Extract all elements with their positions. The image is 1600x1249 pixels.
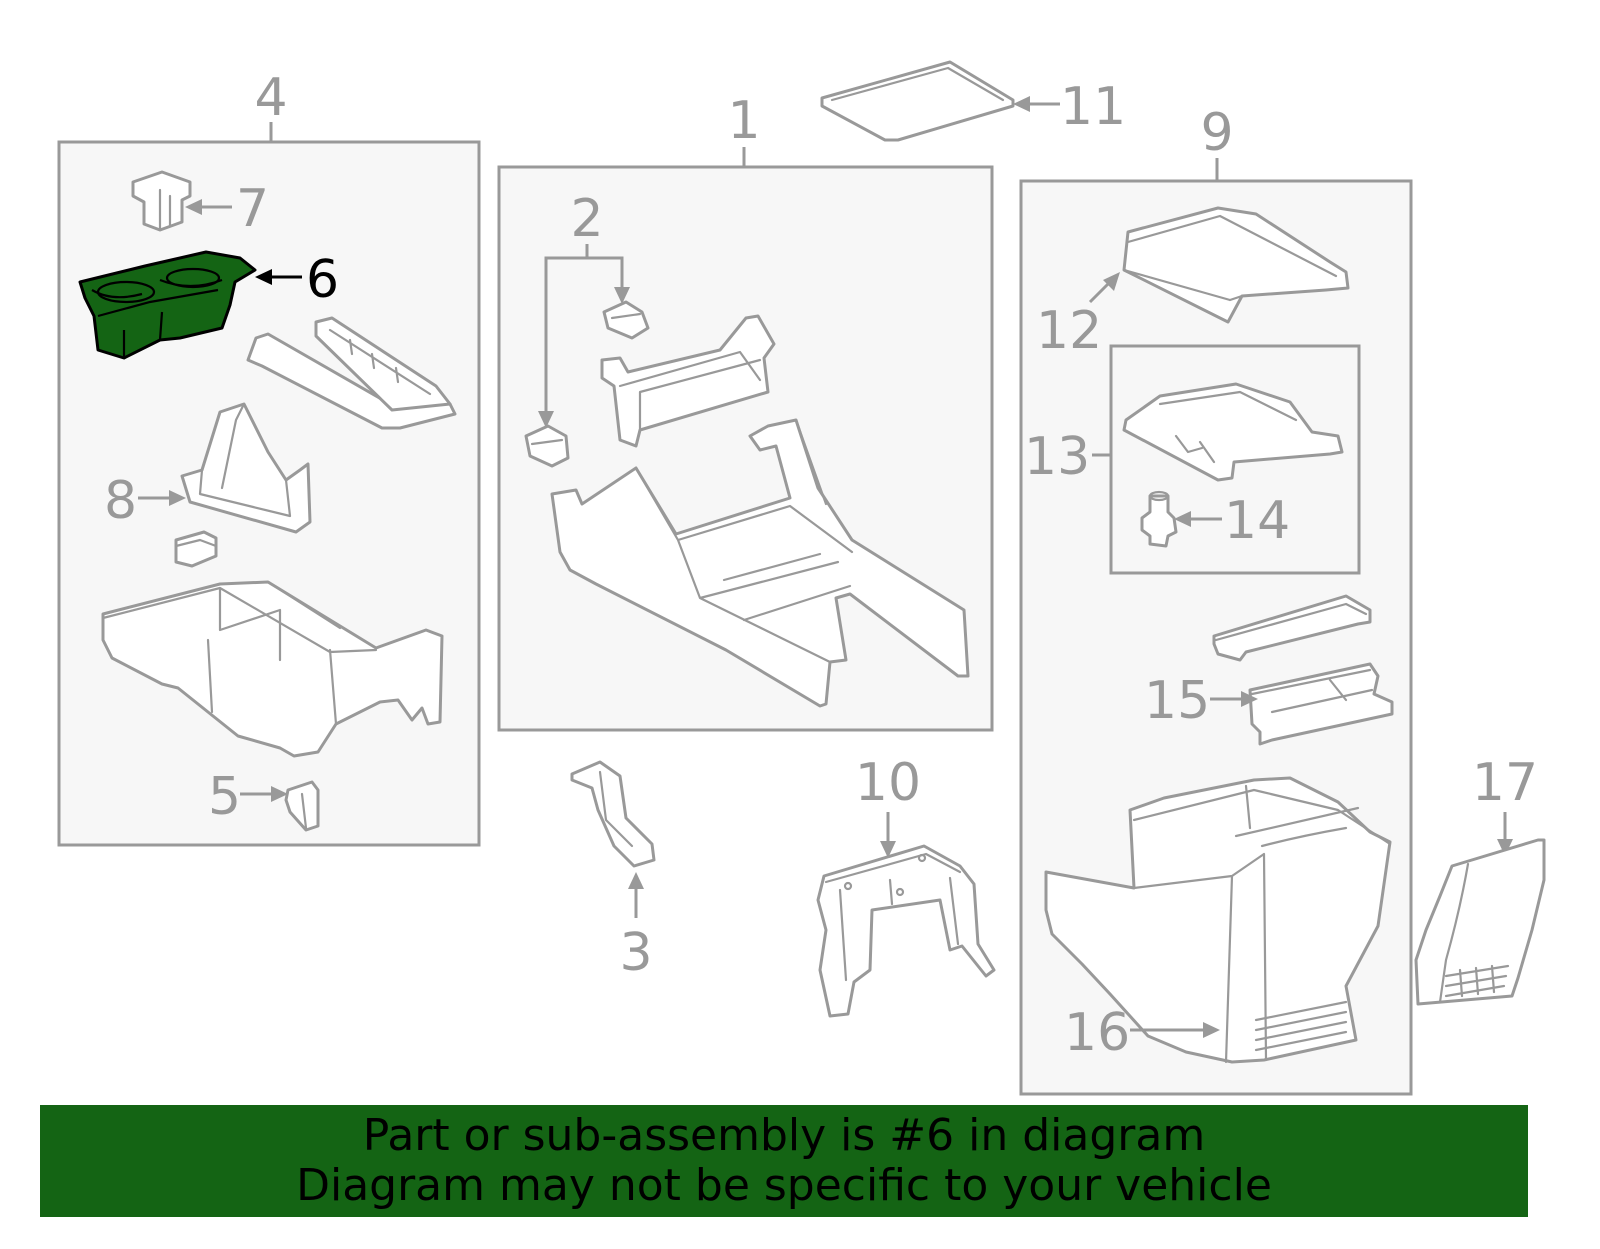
callout-10: 10 xyxy=(855,753,921,813)
callout-13: 13 xyxy=(1024,427,1090,487)
callout-1: 1 xyxy=(727,91,760,151)
part-2-clip-upper xyxy=(602,300,650,340)
part-2-clip-lower xyxy=(524,424,570,468)
part-3-bracket xyxy=(570,760,656,868)
callout-5: 5 xyxy=(208,767,241,827)
banner-line-2: Diagram may not be specific to your vehi… xyxy=(296,1160,1272,1211)
part-7-clip xyxy=(131,170,192,232)
part-17-side-panel xyxy=(1414,838,1546,1006)
part-15-bracket xyxy=(1248,662,1394,746)
part-11-tray xyxy=(820,60,1015,142)
callout-11: 11 xyxy=(1060,77,1126,137)
callout-6: 6 xyxy=(306,250,339,310)
callout-12: 12 xyxy=(1036,301,1102,361)
part-5-bracket xyxy=(284,780,320,832)
callout-2: 2 xyxy=(570,189,603,249)
part-6-cup-holder xyxy=(78,250,257,360)
part-trim-strip xyxy=(246,316,457,430)
part-1-console-body xyxy=(550,418,970,708)
part-10-frame xyxy=(816,844,996,1018)
callout-7: 7 xyxy=(236,179,269,239)
part-rail xyxy=(1212,594,1372,662)
part-14-bolt xyxy=(1140,490,1178,548)
callout-9: 9 xyxy=(1200,103,1233,163)
part-13-hinge xyxy=(1122,382,1344,482)
banner-line-1: Part or sub-assembly is #6 in diagram xyxy=(362,1110,1206,1161)
callout-4: 4 xyxy=(254,68,287,128)
callout-17: 17 xyxy=(1472,753,1538,813)
callout-8: 8 xyxy=(104,471,137,531)
callout-14: 14 xyxy=(1224,491,1290,551)
part-12-armrest-lid xyxy=(1122,206,1350,324)
callout-15: 15 xyxy=(1144,671,1210,731)
callout-16: 16 xyxy=(1064,1003,1130,1063)
part-upper-panel xyxy=(600,314,776,448)
info-banner: Part or sub-assembly is #6 in diagram Di… xyxy=(40,1105,1528,1217)
part-8-shifter-base xyxy=(180,402,312,534)
part-lower-tray xyxy=(101,580,444,758)
part-small-block xyxy=(174,530,218,568)
part-16-rear-console xyxy=(1044,776,1392,1064)
callout-3: 3 xyxy=(619,923,652,983)
